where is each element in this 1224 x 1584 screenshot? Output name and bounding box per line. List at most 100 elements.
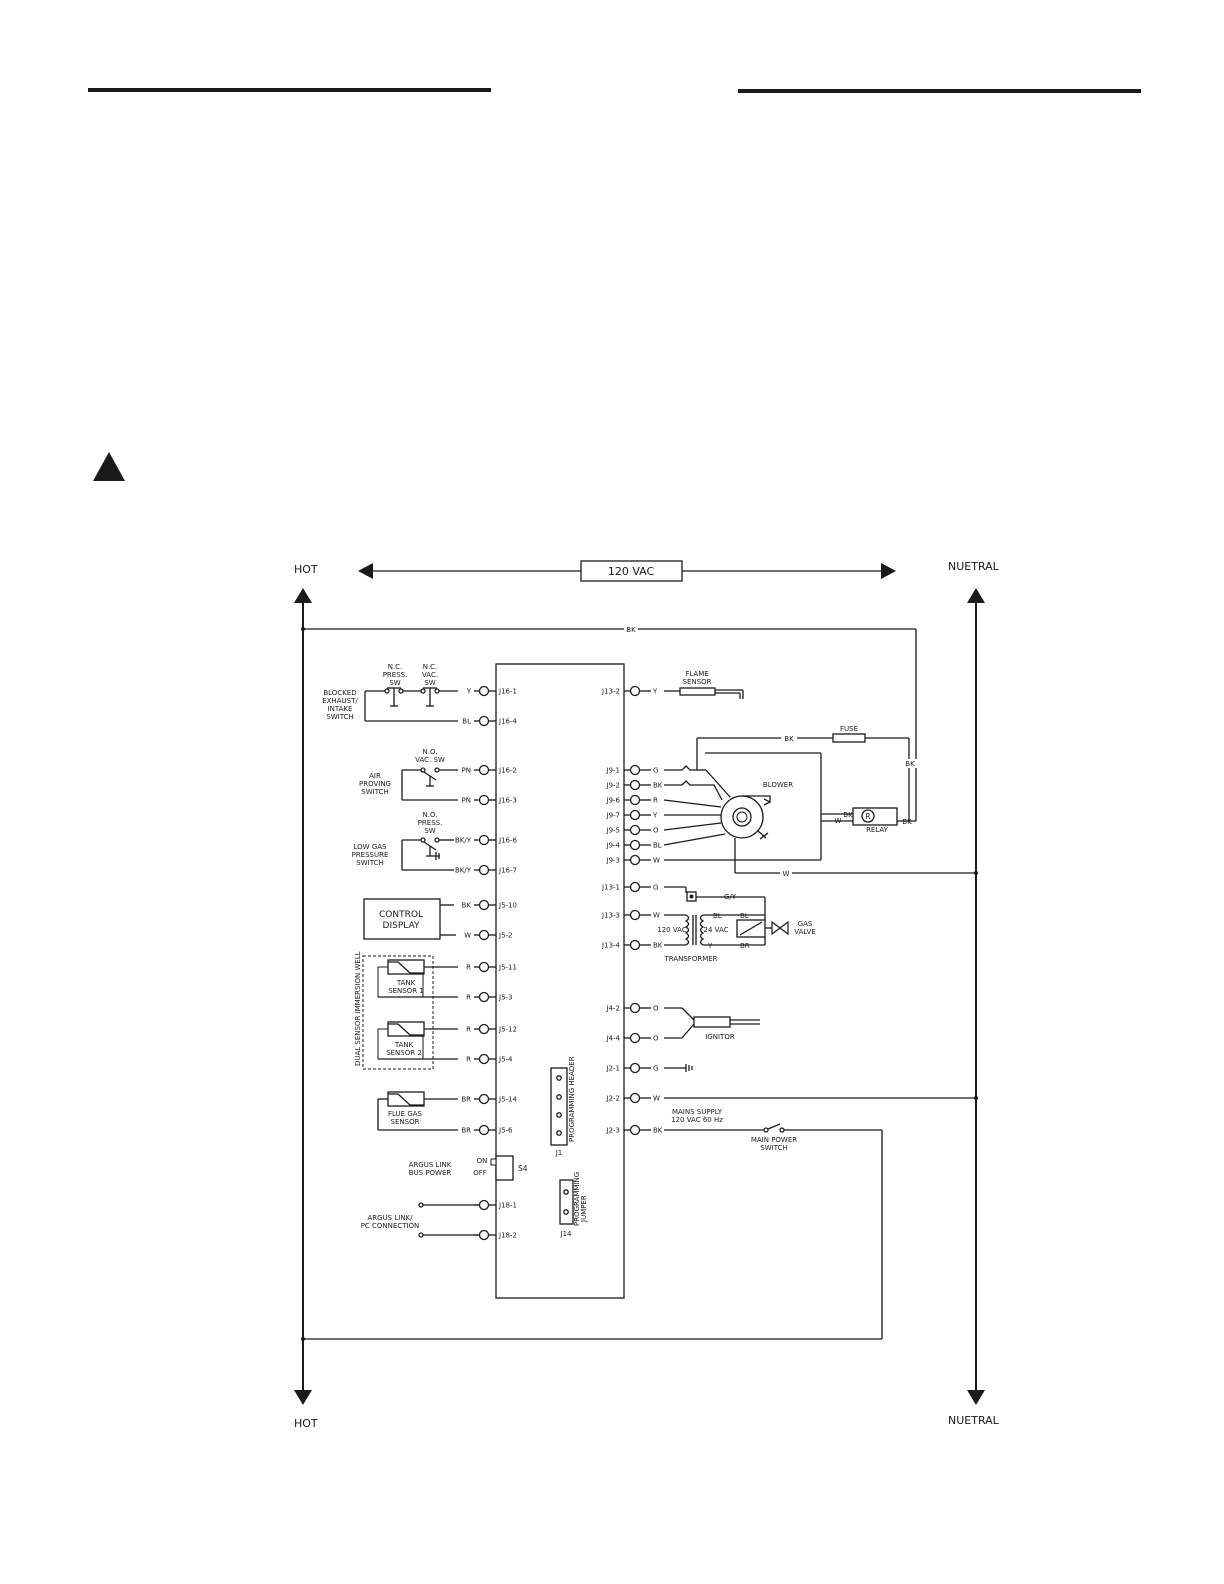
- programming-header-label: PROGRAMMING HEADER: [568, 1056, 576, 1142]
- left-wire-label: R: [466, 1056, 471, 1064]
- programming-jumper-j14: PROGRAMMING JUMPER J14: [559, 1172, 588, 1238]
- switch-on-label: ON: [477, 1157, 488, 1165]
- right-wire-label: O: [653, 827, 659, 835]
- left-wire-label: R: [466, 964, 471, 972]
- right-pin-label: J2-2: [606, 1095, 621, 1103]
- tank-sensor-1-line1: TANK: [396, 979, 416, 987]
- left-pin-label: J5-14: [498, 1096, 517, 1104]
- neutral-label-top: NUETRAL: [948, 560, 1000, 573]
- air-proving-line2: PROVING: [359, 780, 391, 788]
- left-pin: J16-4 BL: [462, 715, 517, 727]
- right-wire-label: BK: [653, 942, 663, 950]
- mains-supply-line1: MAINS SUPPLY: [672, 1108, 723, 1116]
- nc-vac-sw-line1: N.C.: [423, 663, 438, 671]
- left-pin: J18-1: [474, 1199, 517, 1211]
- right-pin: J4-2 O: [606, 1002, 659, 1014]
- header-rule-left: [88, 88, 491, 92]
- fuse-wire-bk: BK: [784, 735, 794, 743]
- right-wire-label: W: [653, 857, 660, 865]
- voltage-label: 120 VAC: [608, 565, 655, 578]
- relay-wire-bk-vertical: BK: [905, 760, 915, 768]
- neutral-label-bottom: NUETRAL: [948, 1414, 1000, 1427]
- relay-w-label: W: [835, 817, 842, 825]
- control-display-line2: DISPLAY: [383, 921, 420, 931]
- left-pin: J16-3 PN: [462, 794, 517, 806]
- right-wire-label: G: [653, 767, 658, 775]
- gas-valve-line1: GAS: [798, 920, 813, 928]
- right-wire-label: W: [653, 1095, 660, 1103]
- left-pin: J16-7 BK/Y: [455, 864, 517, 876]
- left-wire-label: BR: [461, 1127, 471, 1135]
- left-wire-label: PN: [462, 797, 471, 805]
- left-wire-label: BR: [461, 1096, 471, 1104]
- relay-symbol: R: [865, 812, 870, 821]
- transformer-label: TRANSFORMER: [663, 955, 717, 963]
- neutral-w-wire: W: [783, 870, 790, 878]
- low-gas-line1: LOW GAS: [354, 843, 388, 851]
- air-proving-line3: SWITCH: [361, 788, 388, 796]
- left-pin-label: J16-3: [498, 797, 517, 805]
- flame-sensor-line1: FLAME: [685, 670, 708, 678]
- vac24-label: 24 VAC: [703, 926, 728, 934]
- wire-bk-top: BK: [626, 626, 636, 634]
- relay-out-bk: BK: [902, 818, 912, 826]
- right-wire-label: O: [653, 1005, 659, 1013]
- fuse-label: FUSE: [840, 725, 858, 733]
- header-rule-right: [738, 89, 1141, 93]
- left-wire-label: BL: [462, 718, 471, 726]
- jumper-label-line1: PROGRAMMING: [573, 1172, 581, 1226]
- tank-sensor-1-line2: SENSOR 1: [388, 987, 424, 995]
- left-pin-label: J16-7: [498, 867, 517, 875]
- right-pin-label: J9-7: [606, 812, 621, 820]
- low-gas-pressure-switch: N.O. PRESS. SW LOW GAS PRESSURE SWITCH: [352, 811, 454, 871]
- nc-press-sw-line1: N.C.: [388, 663, 403, 671]
- right-pin-label: J9-2: [606, 782, 621, 790]
- hot-rail: HOT HOT: [294, 563, 318, 1430]
- j1-label: J1: [555, 1149, 563, 1157]
- main-power-switch-line2: SWITCH: [760, 1144, 787, 1152]
- switch-off-label: OFF: [473, 1169, 487, 1177]
- right-pin-label: J9-5: [606, 827, 621, 835]
- left-wire-label: BK: [462, 902, 472, 910]
- left-pin: J16-2PN: [462, 764, 517, 776]
- control-display-line1: CONTROL: [379, 910, 423, 920]
- left-pin-label: J5-6: [498, 1127, 513, 1135]
- left-pin-label: J16-4: [498, 718, 517, 726]
- right-pin-label: J13-4: [601, 942, 620, 950]
- no-press-sw-line3: SW: [424, 827, 435, 835]
- left-pin: J5-6 BR: [461, 1124, 513, 1136]
- blocked-switch-line2: EXHAUST/: [322, 697, 358, 705]
- left-pin-label: J18-1: [498, 1202, 517, 1210]
- left-wire-label: W: [464, 932, 471, 940]
- right-pin-label: J4-2: [606, 1005, 621, 1013]
- relay-in-bk: BK: [843, 811, 853, 819]
- left-wire-label: R: [466, 994, 471, 1002]
- argus-pc-connection: ARGUS LINK/ PC CONNECTION: [361, 1202, 478, 1238]
- right-pin-label: J9-4: [606, 842, 621, 850]
- left-pin-group: J16-1YJ16-4BLJ16-2PNJ16-3PNJ16-6BK/YJ16-…: [455, 685, 517, 1241]
- left-pin: J5-2W: [464, 929, 513, 941]
- air-proving-switch: N.O. VAC. SW AIR PROVING SWITCH: [359, 748, 458, 801]
- jumper-label-line2: JUMPER: [580, 1195, 588, 1223]
- left-pin-label: J5-11: [498, 964, 517, 972]
- y-label: Y: [707, 942, 713, 950]
- no-press-sw-line2: PRESS.: [418, 819, 443, 827]
- left-wire-label: PN: [462, 767, 471, 775]
- right-pin-label: J9-3: [606, 857, 621, 865]
- fuse-relay-circuit: FUSE BK BK R RELAY BK BK W: [696, 725, 917, 861]
- ignitor: IGNITOR: [664, 1007, 760, 1041]
- right-pin-label: J13-2: [601, 688, 620, 696]
- blocked-switch-line3: INTAKE: [328, 705, 353, 713]
- left-pin-label: J5-4: [498, 1056, 513, 1064]
- blocked-switch-line1: BLOCKED: [323, 689, 356, 697]
- left-pin: J16-6BK/Y: [455, 834, 517, 846]
- left-wire-label: BK/Y: [455, 867, 472, 875]
